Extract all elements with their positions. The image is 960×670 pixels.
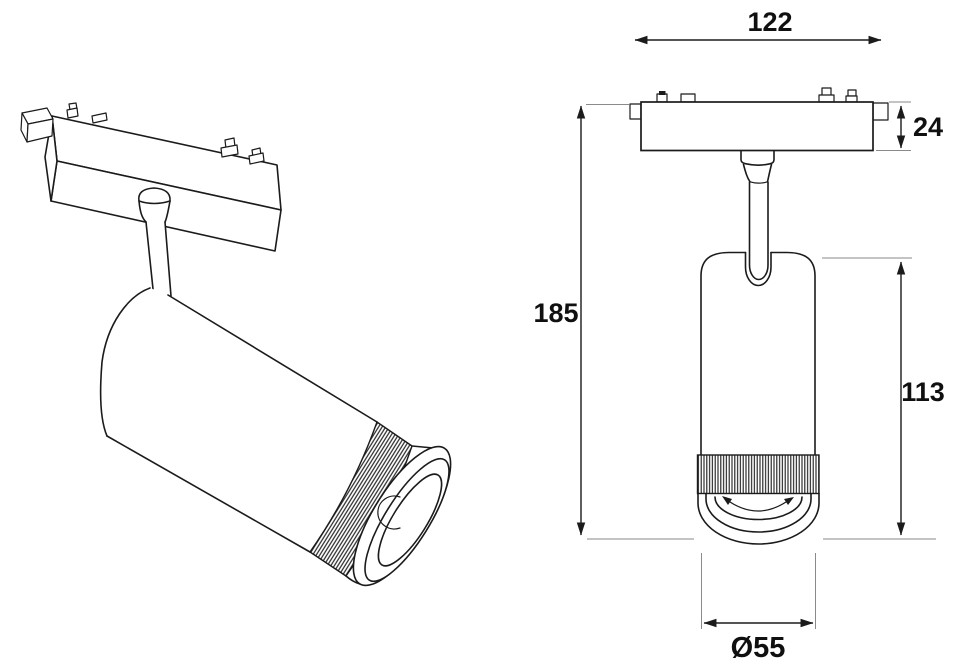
left-tab-front	[629, 103, 642, 120]
stem-front	[740, 150, 775, 281]
front-view	[629, 87, 889, 545]
dim-label-track-width: 122	[747, 7, 792, 37]
bezel-inner-front	[705, 492, 812, 533]
dimension-body-height: 113	[896, 261, 945, 536]
rotation-arrow	[722, 496, 794, 512]
lens-ring-front	[714, 496, 803, 521]
dim-label-body-height: 113	[901, 377, 945, 407]
dim-label-track-height: 24	[913, 112, 943, 142]
knurled-ring-front	[696, 454, 820, 495]
stem-slot-front	[744, 251, 772, 287]
dimension-track-width: 122	[634, 7, 882, 45]
dimension-diameter: Ø55	[703, 618, 814, 664]
spot-body-iso	[99, 287, 452, 587]
dimensions: 122 24 185 113 Ø55	[533, 7, 944, 664]
reflector-arc-iso	[377, 495, 401, 530]
track-connector-tab-iso	[20, 107, 54, 143]
track-adapter-front	[629, 87, 889, 152]
contact-pins-front	[656, 87, 858, 103]
dimension-track-height: 24	[896, 105, 943, 149]
spot-body-front	[696, 251, 820, 545]
dimension-overall-height: 185	[533, 105, 586, 536]
isometric-view	[20, 102, 452, 587]
contact-pins-iso	[66, 102, 265, 165]
right-tab-front	[872, 102, 889, 121]
lens-ring-iso	[377, 473, 443, 567]
dim-label-diameter: Ø55	[731, 632, 786, 664]
stem-iso	[137, 187, 172, 297]
bezel-outer-front	[697, 492, 820, 545]
dim-label-overall-height: 185	[533, 298, 578, 328]
